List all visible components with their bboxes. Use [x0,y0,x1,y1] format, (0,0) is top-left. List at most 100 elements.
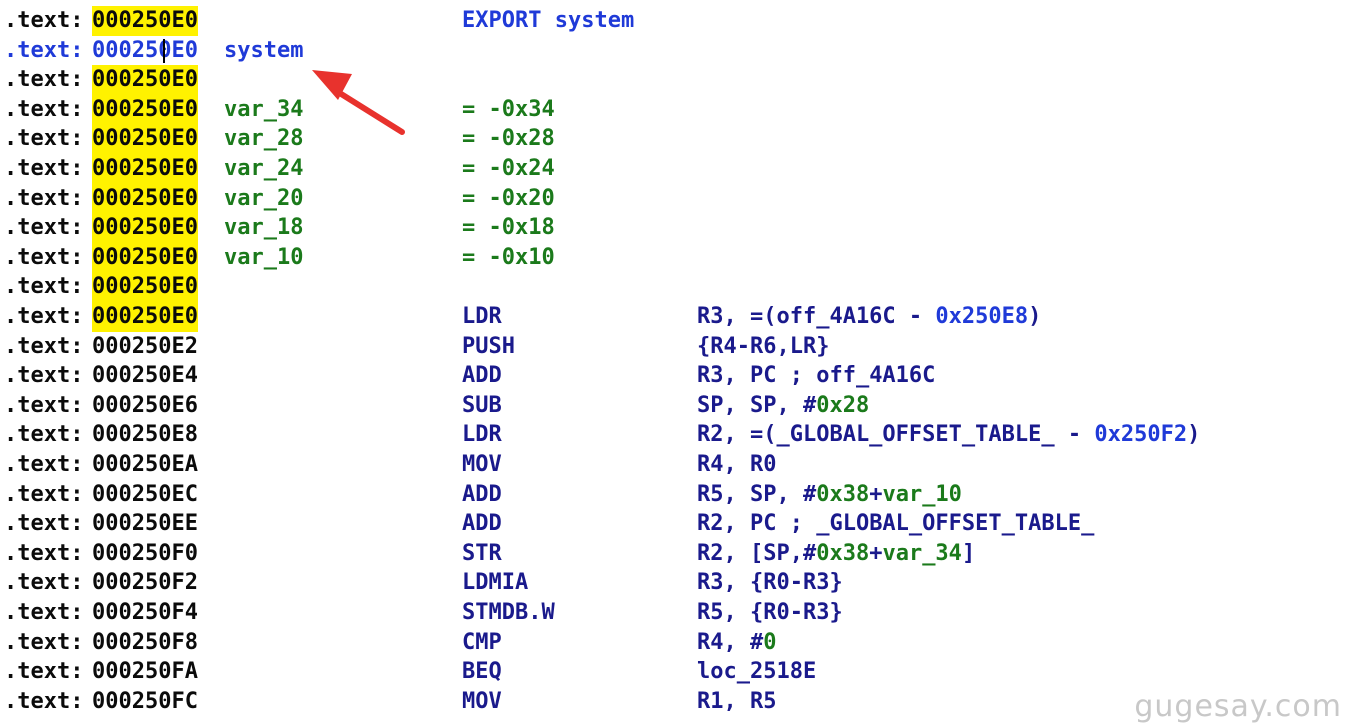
address[interactable]: 000250F0 [92,540,198,566]
listing-line[interactable]: .text: 000250E2 PUSH {R4-R6,LR} [0,332,1348,362]
address[interactable]: 000250EE [92,511,198,537]
mnemonic: = -0x10 [462,244,555,270]
mnemonic: CMP [462,629,502,655]
address[interactable]: 000250F4 [92,600,198,625]
mnemonic: LDR [462,304,502,329]
address[interactable]: 000250EC [92,481,198,507]
address[interactable]: 000250E0 [92,124,198,154]
address[interactable]: 000250E6 [92,392,198,418]
operand-token: 0 [763,629,777,655]
operand-token: ) [1028,304,1042,329]
listing-line[interactable]: .text: 000250EC ADD R5, SP, #0x38+var_10 [0,480,1348,510]
address[interactable]: 000250E0 [92,272,198,302]
operand-token: ] [961,540,976,566]
segment-name: .text: [4,67,84,93]
segment-name: .text: [4,215,84,241]
address[interactable]: 000250F8 [92,629,198,655]
mnemonic: LDMIA [462,570,529,596]
operands: R2, [SP,#0x38+var_34] [697,539,975,569]
label-name[interactable]: var_34 [224,96,304,122]
operands: SP, SP, #0x28 [697,391,869,421]
operand-token: ) [1187,422,1201,448]
label-name[interactable]: var_24 [224,156,304,181]
operands: R5, SP, #0x38+var_10 [697,480,962,510]
label-name[interactable]: var_18 [224,215,304,241]
address[interactable]: 000250E0 [92,302,198,332]
label-name[interactable]: system [224,37,304,63]
address[interactable]: 000250E0 [92,183,198,214]
mnemonic: = -0x24 [462,156,555,181]
operand-token: 0x250E8 [935,304,1029,329]
operands: R2, =(_GLOBAL_OFFSET_TABLE_ - 0x250F2) [697,420,1200,450]
address[interactable]: 000250E0 [92,94,198,125]
address[interactable]: 000250E0 [92,6,198,36]
listing-line[interactable]: .text: 000250E0 [0,65,1348,95]
mnemonic: ADD [462,511,502,537]
mnemonic: PUSH [462,333,515,359]
operands: {R4-R6,LR} [697,332,829,362]
operand-token: loc_2518E [697,659,817,685]
operand-token: {R4-R6,LR} [697,333,830,359]
address[interactable]: 000250E0 [92,242,198,273]
segment-name: .text: [4,156,84,181]
address[interactable]: 000250FC [92,688,198,714]
operand-token: R4, # [697,629,764,655]
mnemonic: MOV [462,688,502,714]
address[interactable]: 000250E2 [92,333,198,359]
operand-token: R3, =(off_4A16C - [697,304,936,329]
label-name[interactable]: var_28 [224,126,304,152]
address[interactable]: 000250E0 [92,154,198,184]
segment-name: .text: [4,481,84,507]
operands: loc_2518E [697,657,816,687]
segment-name: .text: [4,333,84,359]
operands: R3, PC ; off_4A16C [697,361,935,391]
operand-token: 0x250F2 [1094,422,1188,448]
address[interactable]: 000250EA [92,452,198,477]
operand-token: ; off_4A16C [789,363,936,389]
address[interactable]: 000250E4 [92,363,198,389]
mnemonic: BEQ [462,659,502,685]
address[interactable]: 000250E0 [92,213,198,243]
address[interactable]: 000250F2 [92,570,198,596]
listing-line[interactable]: .text: 000250E0 var_24 = -0x24 [0,154,1348,184]
address[interactable]: 000250FA [92,659,198,685]
operand-token: ; _GLOBAL_OFFSET_TABLE_ [789,511,1095,537]
segment-name: .text: [4,96,84,122]
operand-token: R2, [SP,# [697,540,817,566]
listing-line[interactable]: .text:000250E0 [0,272,1348,302]
operands: R5, {R0-R3} [697,598,843,628]
operand-token: 0x38 [816,481,870,507]
segment-name: .text: [4,126,84,152]
address[interactable]: 000250E8 [92,422,198,448]
label-name[interactable]: var_10 [224,244,304,270]
address[interactable]: 000250E0 [92,37,198,63]
label-name[interactable]: var_20 [224,185,304,211]
mnemonic: ADD [462,481,502,507]
operand-token: 0x38 [816,540,870,566]
address[interactable]: 000250E0 [92,65,198,95]
operand-token: R1, R5 [697,688,777,714]
operands: R4, R0 [697,450,776,480]
segment-name: .text: [4,570,84,596]
segment-name: .text: [4,452,84,477]
